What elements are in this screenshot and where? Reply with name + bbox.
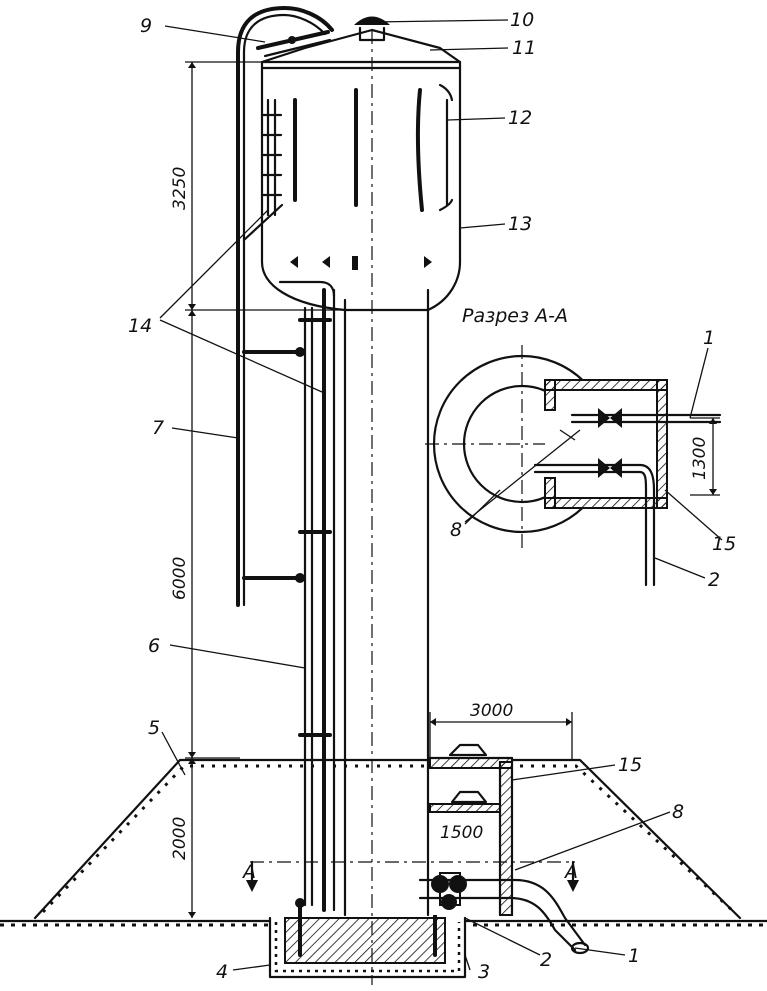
dim-chamber-depth: 1500 xyxy=(440,823,483,843)
callout-10: 10 xyxy=(510,9,534,31)
callout-3: 3 xyxy=(478,961,490,983)
dim-tank-height: 3250 xyxy=(170,167,190,210)
dim-shaft-height: 6000 xyxy=(170,557,190,600)
callout-2: 2 xyxy=(540,949,552,971)
tank-ring-brackets xyxy=(290,256,432,270)
callout-leaders xyxy=(159,19,723,971)
dim-base-height: 2000 xyxy=(170,817,190,860)
callout-5: 5 xyxy=(148,717,160,739)
callout-7: 7 xyxy=(152,417,164,439)
dim-section-spacing: 1300 xyxy=(690,437,710,480)
callout-4: 4 xyxy=(216,961,228,983)
callout-15: 15 xyxy=(618,754,642,776)
callout-12: 12 xyxy=(508,107,532,129)
access-ladder xyxy=(236,5,334,607)
section-mark-right: А xyxy=(563,861,578,883)
callout-14: 14 xyxy=(128,315,152,337)
tank-inner-ladder xyxy=(260,98,283,217)
dim-chamber-width: 3000 xyxy=(470,701,513,721)
callout-6: 6 xyxy=(148,635,160,657)
roof-hatch xyxy=(256,30,332,58)
section-line-a-a xyxy=(246,860,579,892)
callout-9: 9 xyxy=(140,15,152,37)
section-callout-8: 8 xyxy=(450,519,462,541)
dimension-lines xyxy=(185,61,573,918)
callout-13: 13 xyxy=(508,213,532,235)
section-title: Разрез А-А xyxy=(462,305,568,327)
overflow-pipe xyxy=(298,306,332,907)
callout-11: 11 xyxy=(512,37,536,59)
riser-pipe xyxy=(278,280,336,912)
section-callout-15: 15 xyxy=(712,533,736,555)
inlet-pipe xyxy=(418,878,590,955)
callout-8: 8 xyxy=(672,801,684,823)
tank-stiffeners xyxy=(293,83,454,212)
foundation xyxy=(268,915,467,979)
section-a-a-drawing xyxy=(425,345,722,587)
section-mark-left: А xyxy=(241,861,256,883)
callout-1: 1 xyxy=(628,945,640,967)
vent-cap xyxy=(354,16,390,42)
section-callout-2: 2 xyxy=(708,569,720,591)
section-callout-1: 1 xyxy=(703,327,715,349)
gate-valve xyxy=(431,872,467,910)
tower-shaft xyxy=(343,30,430,985)
water-tank xyxy=(260,28,462,312)
earth-embankment xyxy=(33,758,742,920)
